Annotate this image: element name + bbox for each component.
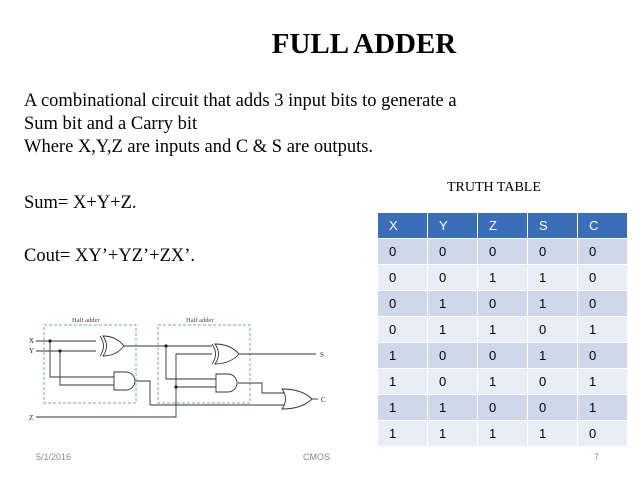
and-gate-2 [215,373,238,393]
cell-c: 1 [577,368,628,395]
description-line-1: A combinational circuit that adds 3 inpu… [24,91,457,111]
cell-z: 0 [477,238,528,265]
truth-table-title: TRUTH TABLE [447,180,541,195]
cell-y: 1 [427,420,478,447]
xor-gate-1 [99,335,125,357]
cell-y: 0 [427,368,478,395]
half-adder-label-1: Half adder [72,317,100,324]
table-row: 0 0 0 0 0 [377,238,628,265]
footer-page-number: 7 [594,452,600,462]
description-line-2: Sum bit and a Carry bit [24,114,198,134]
cell-x: 0 [377,290,428,317]
footer-date: 5/1/2016 [36,452,72,462]
cell-x: 0 [377,316,428,343]
cell-z: 1 [477,264,528,291]
cell-x: 1 [377,368,428,395]
table-row: 0 1 1 0 1 [377,316,628,343]
cell-s: 1 [527,264,578,291]
output-c-label: C [321,396,326,404]
half-adder-box-2 [157,324,251,404]
table-row: 1 0 1 0 1 [377,368,628,395]
header-c: C [577,212,628,239]
truth-table-header-row: X Y Z S C [377,212,628,239]
half-adder-box-1 [43,324,137,404]
cell-s: 1 [527,290,578,317]
cell-c: 1 [577,394,628,421]
cell-z: 0 [477,394,528,421]
cell-x: 1 [377,420,428,447]
cell-x: 1 [377,394,428,421]
cell-x: 1 [377,342,428,369]
cell-z: 1 [477,420,528,447]
or-gate [281,388,313,410]
cell-y: 0 [427,264,478,291]
description-line-3: Where X,Y,Z are inputs and C & S are out… [24,137,374,157]
half-adder-label-2: Half adder [186,317,214,324]
sum-equation: Sum= X+Y+Z. [24,193,137,213]
header-y: Y [427,212,478,239]
cell-c: 1 [577,316,628,343]
table-row: 1 1 0 0 1 [377,394,628,421]
and-gate-1 [113,371,136,391]
table-row: 1 0 0 1 0 [377,342,628,369]
cell-c: 0 [577,290,628,317]
cell-y: 0 [427,238,478,265]
xor-gate-2 [211,343,240,365]
table-row: 0 1 0 1 0 [377,290,628,317]
junction-dots [48,339,178,389]
cell-z: 1 [477,316,528,343]
cell-s: 0 [527,316,578,343]
cell-y: 0 [427,342,478,369]
cell-y: 1 [427,290,478,317]
cell-s: 1 [527,342,578,369]
table-row: 0 0 1 1 0 [377,264,628,291]
cell-s: 1 [527,420,578,447]
cell-z: 0 [477,342,528,369]
input-x-label: X [29,337,34,345]
header-x: X [377,212,428,239]
cell-c: 0 [577,342,628,369]
cell-s: 0 [527,394,578,421]
cell-c: 0 [577,238,628,265]
cell-c: 0 [577,264,628,291]
slide-title: FULL ADDER [271,28,457,60]
cell-c: 0 [577,420,628,447]
circuit-wires [36,340,318,418]
cell-x: 0 [377,238,428,265]
table-row: 1 1 1 1 0 [377,420,628,447]
header-z: Z [477,212,528,239]
cell-z: 0 [477,290,528,317]
input-z-label: Z [29,414,33,422]
cell-x: 0 [377,264,428,291]
header-s: S [527,212,578,239]
full-adder-circuit-diagram: Half adder Half adder X Y Z [29,317,326,422]
description: A combinational circuit that adds 3 inpu… [24,90,584,159]
cell-z: 1 [477,368,528,395]
cell-y: 1 [427,394,478,421]
output-s-label: S [320,351,324,359]
footer-center-text: CMOS [303,452,330,462]
cell-s: 0 [527,238,578,265]
truth-table: X Y Z S C 0 0 0 0 0 0 0 1 1 0 0 1 0 1 0 [377,212,628,447]
cell-y: 1 [427,316,478,343]
cell-s: 0 [527,368,578,395]
input-y-label: Y [29,347,34,355]
cout-equation: Cout= XY’+YZ’+ZX’. [24,246,196,266]
